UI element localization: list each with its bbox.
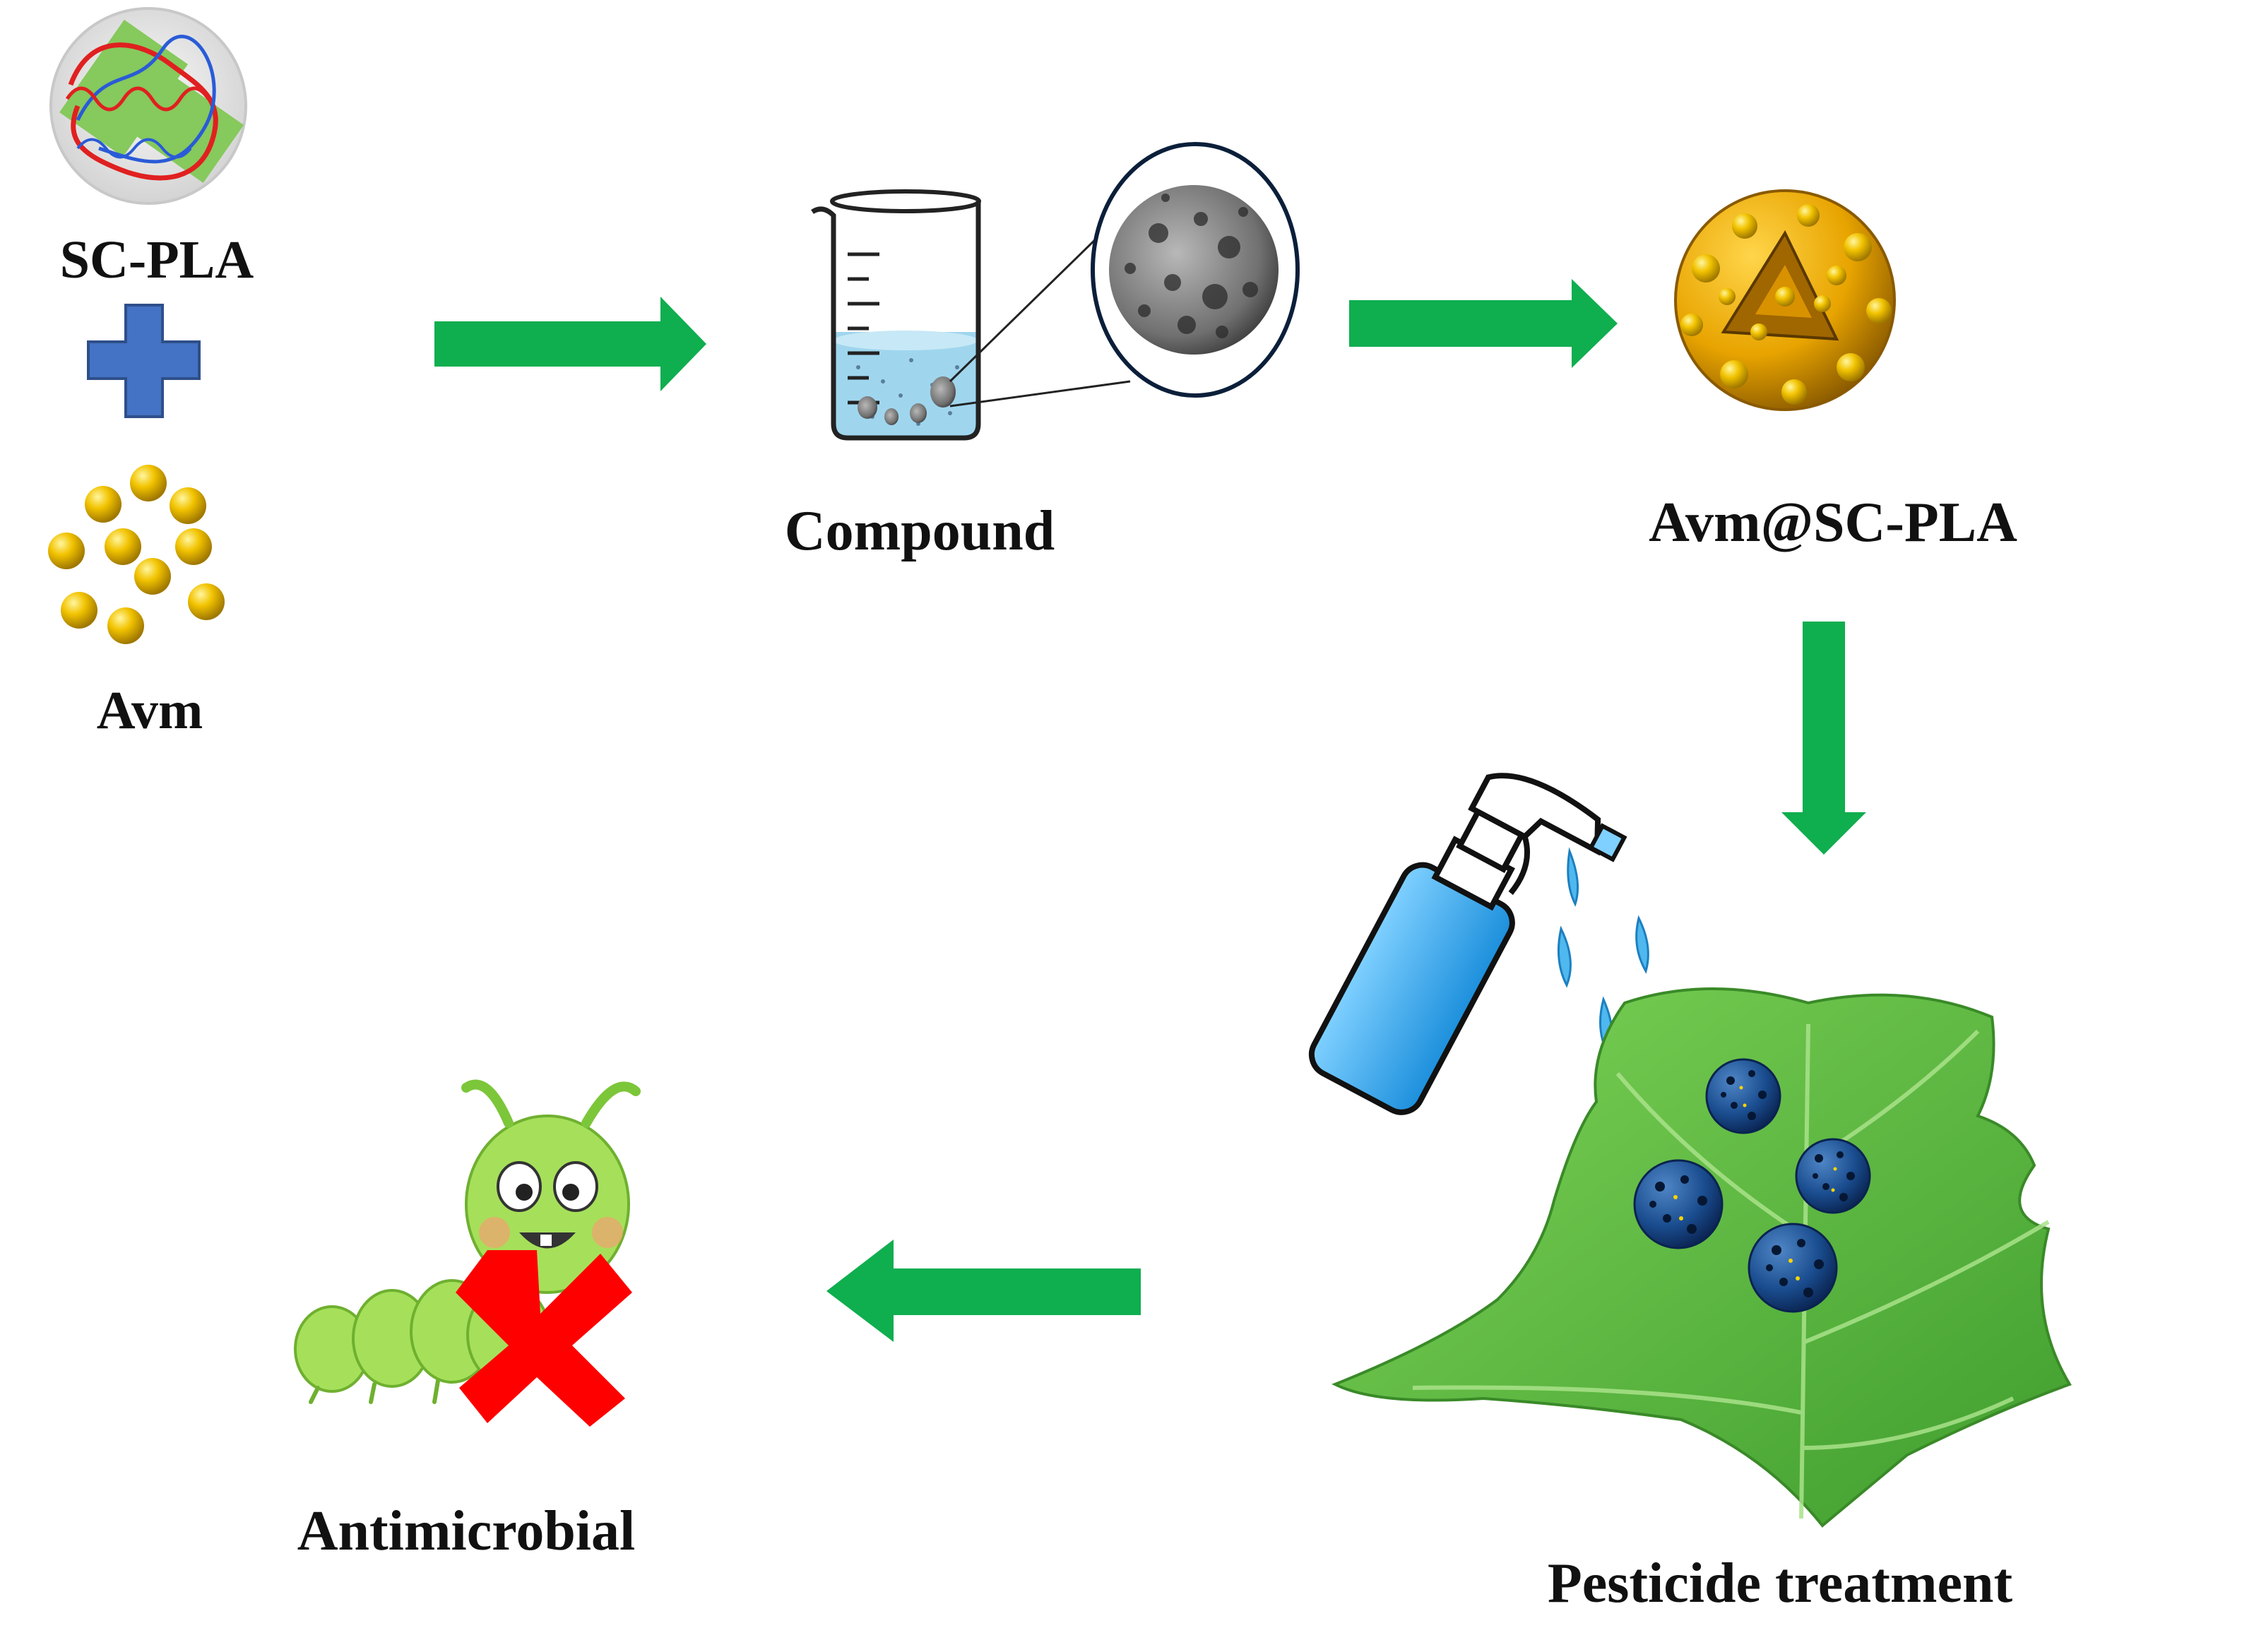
arrow-left <box>826 1240 1141 1342</box>
particle-blue-4 <box>1748 1223 1838 1313</box>
caterpillar-icon <box>294 1079 641 1404</box>
label-pesticide-treatment: Pesticide treatment <box>1547 1552 2013 1615</box>
core-shell-sphere-icon <box>1674 189 1896 411</box>
microscope-inset-icon <box>1091 142 1300 398</box>
plus-icon <box>87 304 201 418</box>
polymer-chain-icon <box>49 7 247 205</box>
label-compound: Compound <box>784 500 1055 562</box>
beaker-icon <box>811 189 1131 441</box>
label-sc-pla: SC-PLA <box>59 230 254 290</box>
cross-icon <box>456 1250 632 1427</box>
particle-blue-2 <box>1795 1138 1871 1214</box>
arrow-down <box>1781 622 1866 855</box>
leaf-icon <box>1331 987 2072 1528</box>
spray-bottle-icon <box>1308 773 1627 1115</box>
arrow-right-2 <box>1349 279 1618 368</box>
particle-blue-1 <box>1705 1058 1781 1134</box>
particle-blue-3 <box>1633 1159 1724 1249</box>
particle-blue-pores <box>1649 1070 1855 1297</box>
arrow-right-1 <box>434 297 706 391</box>
label-antimicrobial: Antimicrobial <box>297 1500 636 1562</box>
label-avm: Avm <box>96 681 203 740</box>
label-avm-sc-pla: Avm@SC-PLA <box>1649 492 2017 554</box>
particle-blue-dots <box>1673 1086 1837 1280</box>
avm-particles-icon <box>48 465 225 644</box>
